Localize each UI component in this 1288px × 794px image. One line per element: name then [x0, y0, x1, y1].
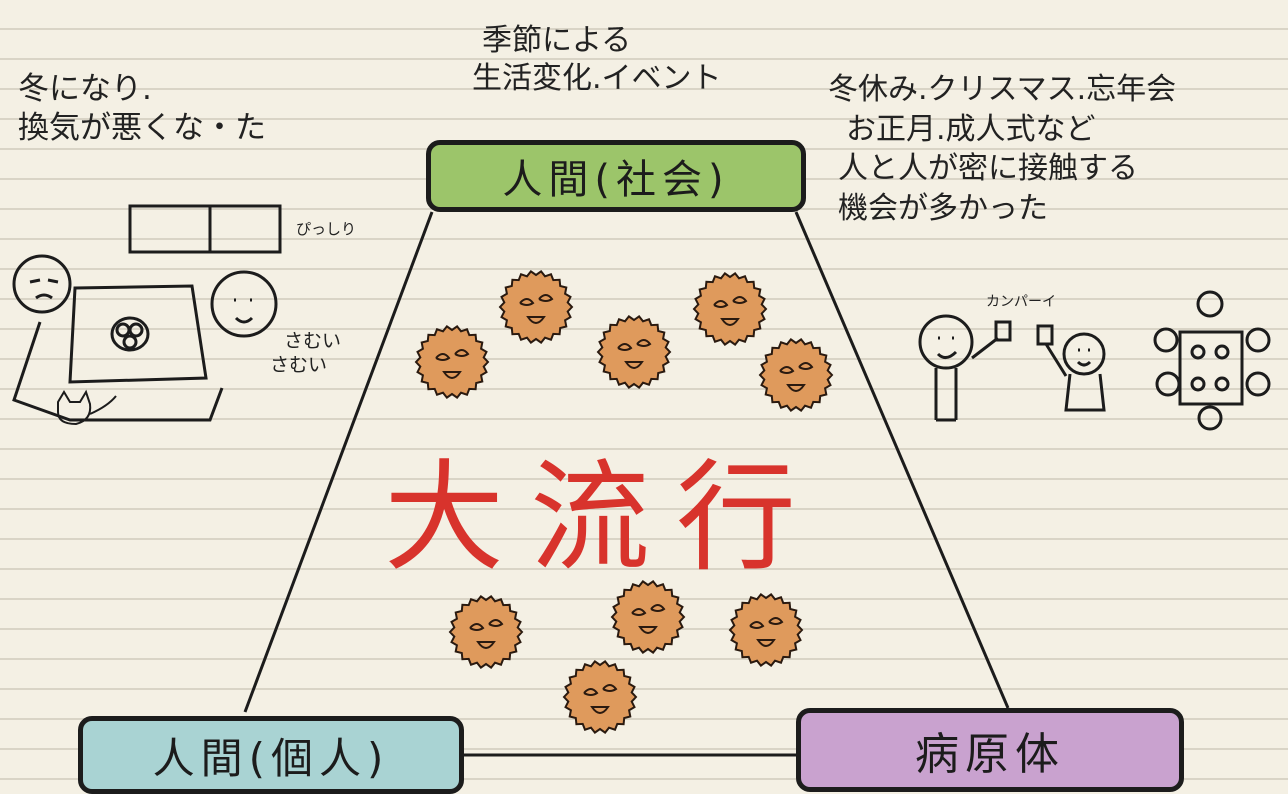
virus-icon [758, 338, 834, 412]
node-individual-label: 人間(個人) [152, 733, 390, 783]
virus-icon [596, 315, 672, 389]
top-note-line1: 季節による [482, 23, 632, 58]
edge-society-pathogen [794, 211, 1010, 709]
right-note-line3: 人と人が密に接触する [838, 151, 1138, 187]
cheers-label: カンパーイ [986, 294, 1056, 310]
virus-icon [414, 325, 490, 399]
top-note: 季節による 生活変化.イベント [472, 22, 722, 97]
cold-note-line2: さむい [270, 353, 328, 376]
cold-note-line1: さむい [284, 330, 342, 352]
cold-note: さむい さむい [270, 330, 341, 378]
top-note-line2: 生活変化.イベント [472, 60, 722, 96]
outbreak-label: 大流行 [384, 449, 822, 588]
node-individual: 人間(個人) [78, 716, 464, 794]
virus-icon [728, 593, 804, 667]
virus-icon [448, 595, 524, 669]
left-note-line2: 換気が悪くな・た [18, 109, 266, 146]
right-note: 冬休み.クリスマス.忘年会 お正月.成人式など 人と人が密に接触する 機会が多か… [828, 70, 1176, 228]
cat-icon [57, 389, 117, 426]
virus-icon [610, 580, 686, 654]
right-note-line4: 機会が多かった [838, 190, 1048, 226]
node-pathogen-label: 病原体 [915, 729, 1065, 780]
virus-icon [562, 660, 638, 734]
kotatsu-icon [12, 254, 278, 422]
window-icon [128, 204, 282, 254]
edge-society-individual [243, 211, 434, 713]
person-icon [918, 314, 1012, 422]
node-society: 人間(社会) [426, 140, 806, 212]
window-closed-label: ぴっしり [296, 220, 357, 238]
left-note-line1: 冬になり. [18, 71, 152, 107]
right-note-line2: お正月.成人式など [846, 111, 1096, 147]
party-table-icon [1153, 290, 1271, 431]
node-pathogen: 病原体 [796, 708, 1184, 792]
right-note-line1: 冬休み.クリスマス.忘年会 [828, 72, 1177, 107]
person-icon [1036, 324, 1106, 412]
virus-icon [692, 272, 768, 346]
left-note: 冬になり. 換気が悪くな・た [18, 70, 266, 148]
node-society-label: 人間(社会) [502, 157, 730, 203]
virus-icon [498, 270, 574, 344]
